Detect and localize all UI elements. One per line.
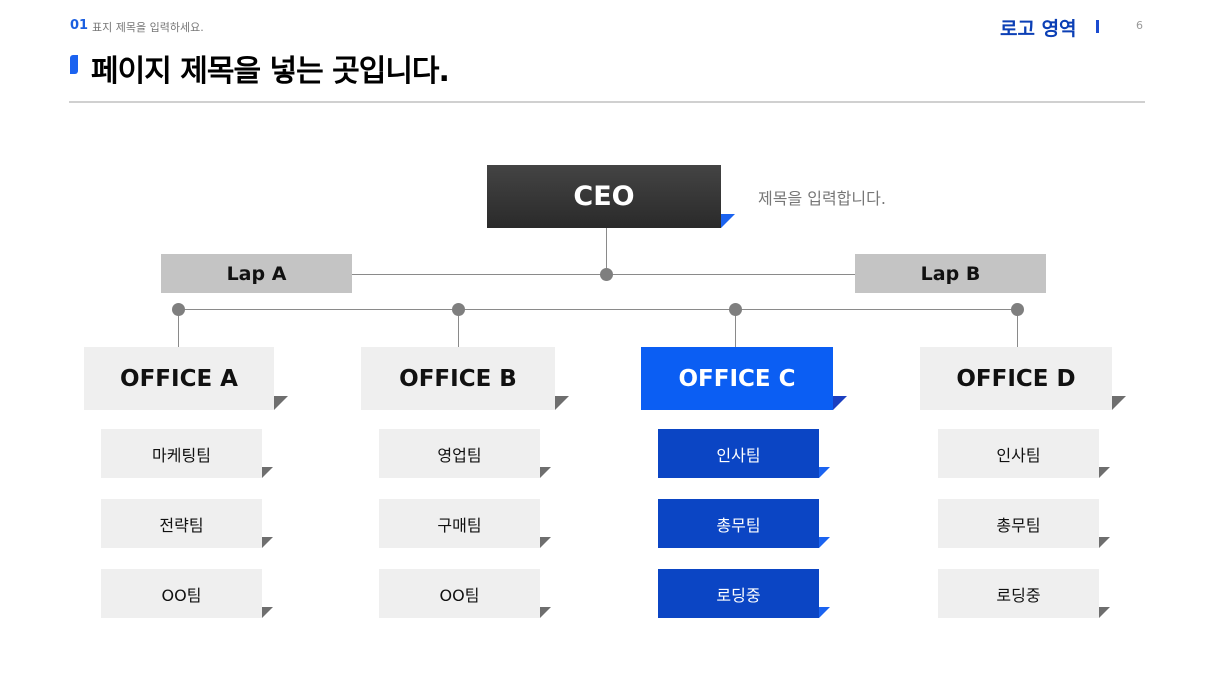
ceo-label: CEO bbox=[573, 181, 635, 212]
office-b-dot bbox=[452, 303, 465, 316]
corner-fold-icon bbox=[555, 396, 569, 410]
corner-fold-icon bbox=[262, 467, 273, 478]
team-label: OO팀 bbox=[439, 585, 480, 605]
page-number: 6 bbox=[1136, 19, 1143, 32]
team-label: 인사팀 bbox=[996, 445, 1041, 465]
team-box: 영업팀 bbox=[379, 429, 551, 478]
office-b-label: OFFICE B bbox=[399, 365, 517, 392]
ceo-connector bbox=[606, 228, 607, 274]
team-label: 로딩중 bbox=[996, 585, 1041, 605]
corner-fold-icon bbox=[819, 537, 830, 548]
lab-a-label: Lap A bbox=[226, 262, 287, 285]
corner-fold-icon bbox=[1099, 467, 1110, 478]
corner-fold-icon bbox=[540, 467, 551, 478]
team-box: 인사팀 bbox=[938, 429, 1110, 478]
office-a-connector bbox=[178, 309, 179, 347]
team-label: 영업팀 bbox=[437, 445, 482, 465]
corner-fold-icon bbox=[819, 467, 830, 478]
team-label: 인사팀 bbox=[716, 445, 761, 465]
office-c-label: OFFICE C bbox=[678, 365, 796, 392]
team-box: OO팀 bbox=[101, 569, 273, 618]
team-box: 총무팀 bbox=[938, 499, 1110, 548]
office-d-box: OFFICE D bbox=[920, 347, 1126, 410]
office-a-label: OFFICE A bbox=[120, 365, 238, 392]
team-box-highlight: 로딩중 bbox=[658, 569, 830, 618]
office-d-label: OFFICE D bbox=[956, 365, 1076, 392]
corner-fold-icon bbox=[1112, 396, 1126, 410]
team-label: 총무팀 bbox=[716, 515, 761, 535]
header-divider bbox=[69, 101, 1145, 103]
office-a-box: OFFICE A bbox=[84, 347, 288, 410]
team-box: 구매팀 bbox=[379, 499, 551, 548]
corner-fold-icon bbox=[262, 607, 273, 618]
team-label: 마케팅팀 bbox=[152, 445, 211, 465]
corner-fold-icon bbox=[819, 607, 830, 618]
lab-a-box: Lap A bbox=[161, 254, 352, 293]
team-box-highlight: 인사팀 bbox=[658, 429, 830, 478]
team-box-highlight: 총무팀 bbox=[658, 499, 830, 548]
lab-b-label: Lap B bbox=[920, 262, 981, 285]
team-label: 로딩중 bbox=[716, 585, 761, 605]
section-number: 01 bbox=[70, 18, 89, 33]
corner-fold-icon bbox=[833, 396, 847, 410]
office-c-dot bbox=[729, 303, 742, 316]
office-c-box: OFFICE C bbox=[641, 347, 847, 410]
corner-fold-icon bbox=[262, 537, 273, 548]
office-c-connector bbox=[735, 309, 736, 347]
team-label: 총무팀 bbox=[996, 515, 1041, 535]
title-marker-icon bbox=[70, 55, 78, 74]
team-box: 마케팅팀 bbox=[101, 429, 273, 478]
office-d-connector bbox=[1017, 309, 1018, 347]
corner-fold-icon bbox=[540, 537, 551, 548]
ceo-box: CEO bbox=[487, 165, 735, 228]
team-box: 전략팀 bbox=[101, 499, 273, 548]
lab-b-box: Lap B bbox=[855, 254, 1046, 293]
section-title: 표지 제목을 입력하세요. bbox=[92, 21, 204, 34]
office-bus-line bbox=[178, 309, 1018, 310]
office-d-dot bbox=[1011, 303, 1024, 316]
team-label: 전략팀 bbox=[159, 515, 204, 535]
ceo-note: 제목을 입력합니다. bbox=[758, 189, 886, 208]
logo-area: 로고 영역 bbox=[1000, 18, 1077, 40]
corner-fold-icon bbox=[274, 396, 288, 410]
team-label: 구매팀 bbox=[437, 515, 482, 535]
team-label: OO팀 bbox=[161, 585, 202, 605]
office-b-box: OFFICE B bbox=[361, 347, 569, 410]
corner-fold-icon bbox=[721, 214, 735, 228]
junction-dot bbox=[600, 268, 613, 281]
corner-fold-icon bbox=[540, 607, 551, 618]
office-a-dot bbox=[172, 303, 185, 316]
team-box: 로딩중 bbox=[938, 569, 1110, 618]
corner-fold-icon bbox=[1099, 607, 1110, 618]
corner-fold-icon bbox=[1099, 537, 1110, 548]
logo-divider bbox=[1096, 20, 1099, 33]
office-b-connector bbox=[458, 309, 459, 347]
team-box: OO팀 bbox=[379, 569, 551, 618]
page-title: 페이지 제목을 넣는 곳입니다. bbox=[91, 54, 450, 89]
